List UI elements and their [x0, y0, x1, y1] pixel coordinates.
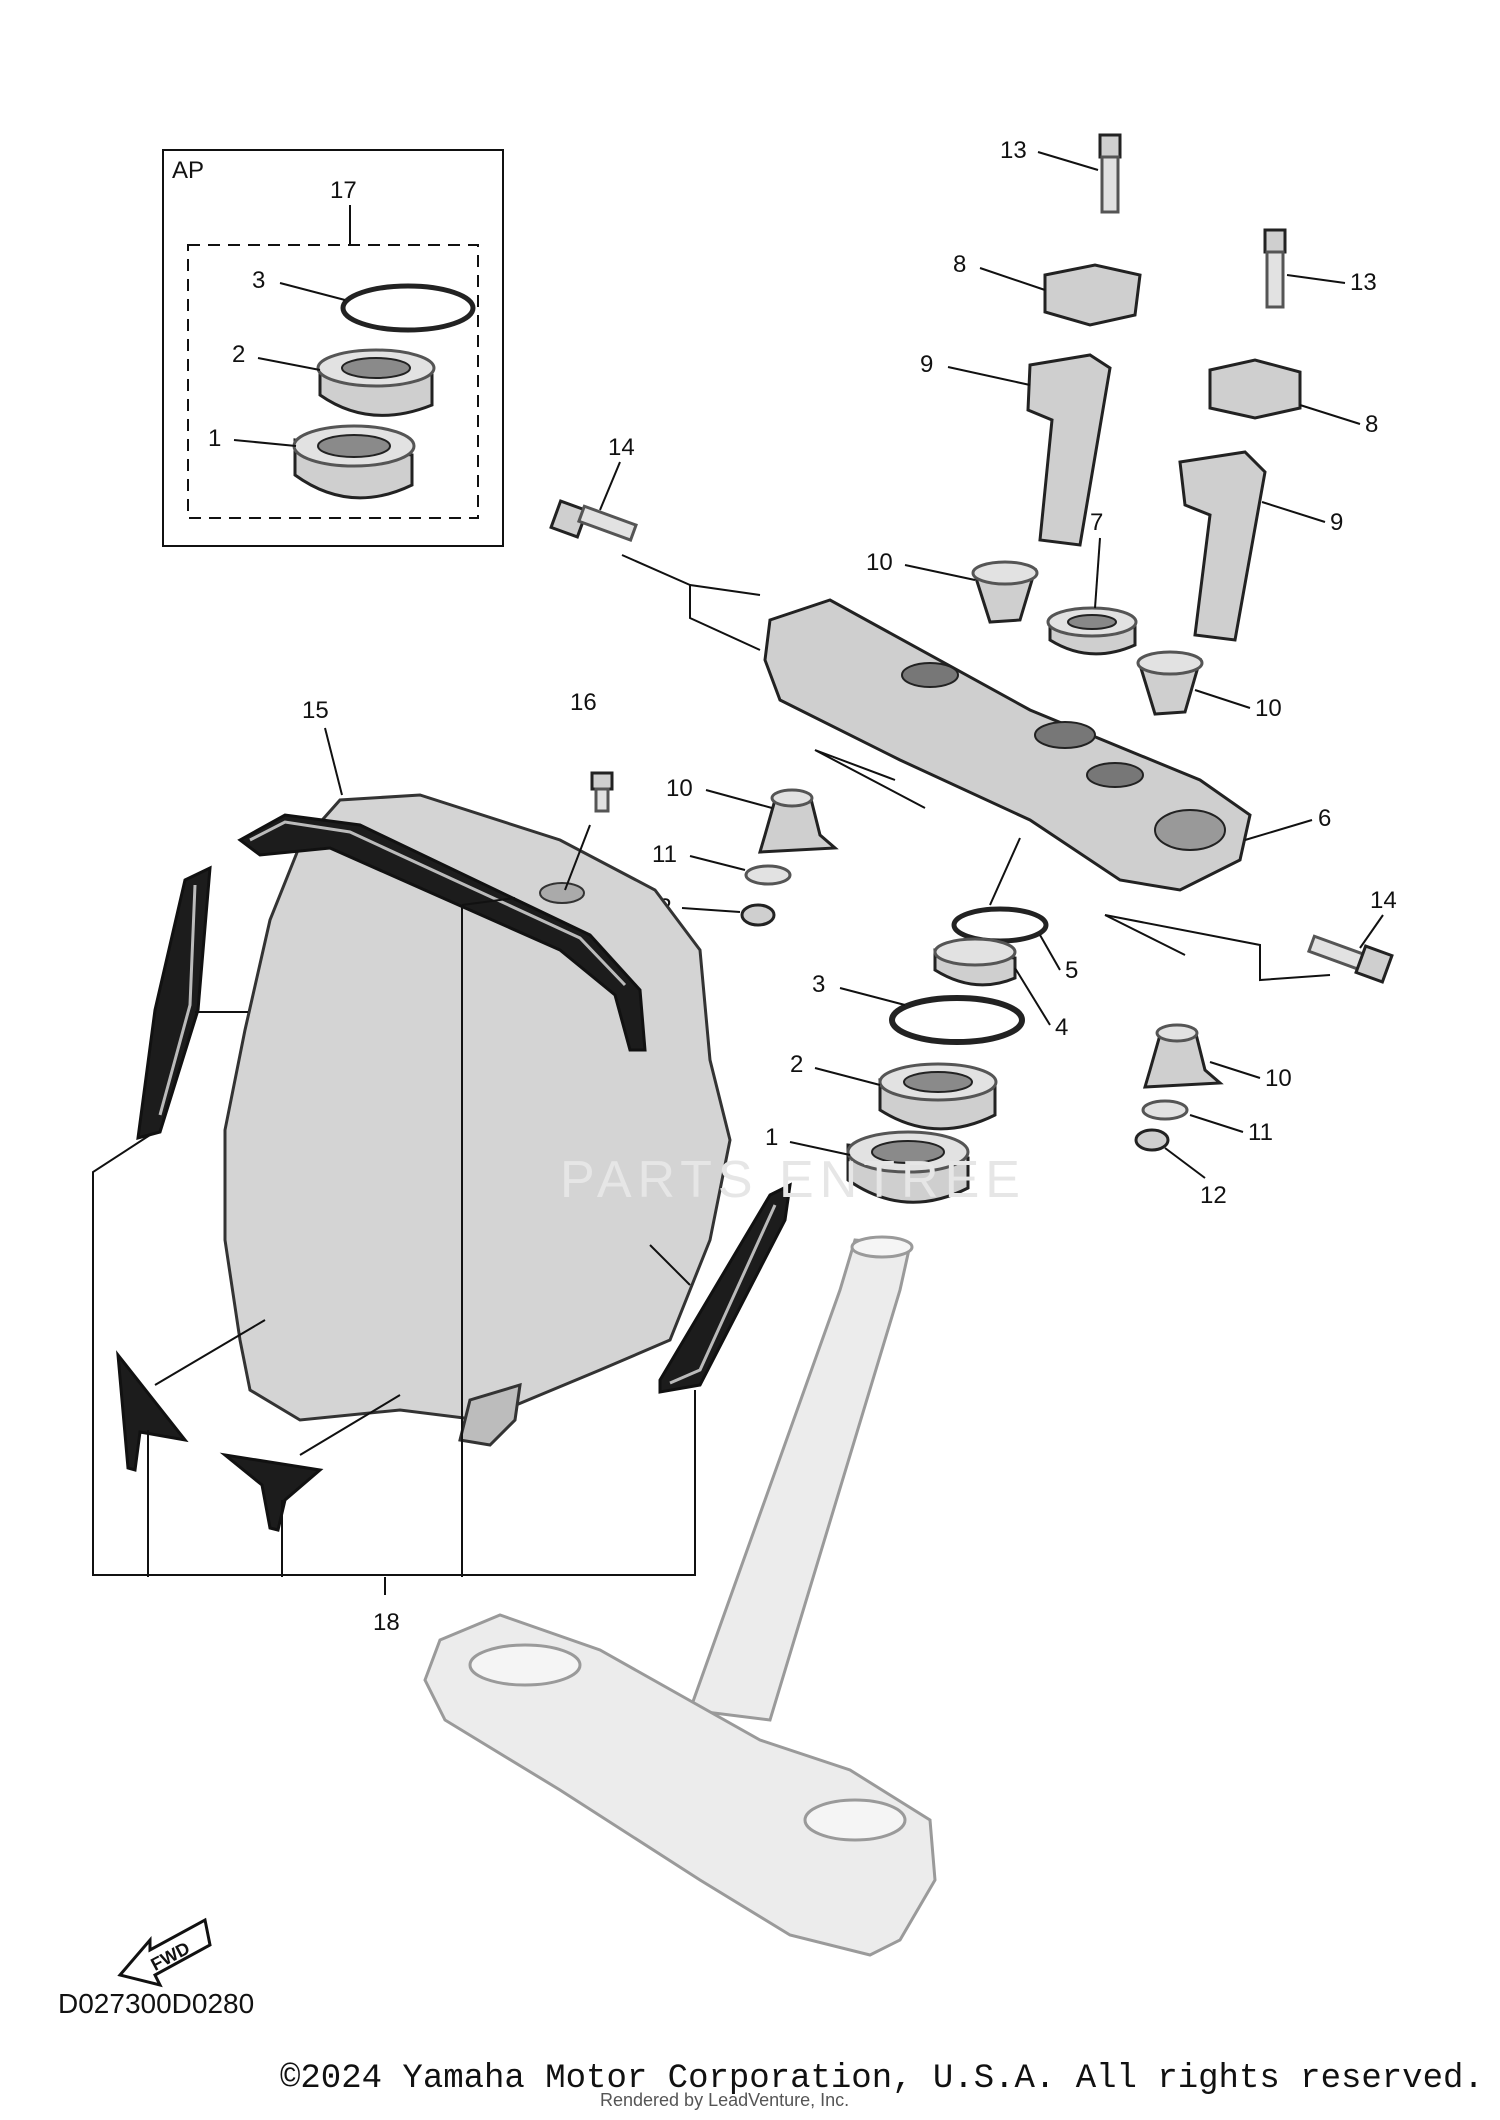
callout-14a: 14 — [608, 434, 635, 461]
callout-18: 18 — [373, 1609, 400, 1636]
handlebar-holder-9-left[interactable] — [1026, 353, 1112, 547]
decal-top-stripe[interactable] — [237, 813, 647, 1052]
inset-callout-1: 1 — [208, 425, 221, 452]
callout-11b: 11 — [1248, 1119, 1273, 1146]
inset-callout-2: 2 — [232, 341, 245, 368]
callout-9a: 9 — [920, 351, 933, 378]
callout-10a: 10 — [866, 549, 893, 576]
callout-13b: 13 — [1350, 269, 1377, 296]
rendered-by: Rendered by LeadVenture, Inc. — [600, 2090, 850, 2110]
callout-7: 7 — [1090, 509, 1103, 536]
nut-12-right[interactable] — [1134, 1128, 1170, 1152]
inset-bearing-upper[interactable] — [316, 348, 436, 417]
callout-10c: 10 — [666, 775, 693, 802]
callout-10b: 10 — [1255, 695, 1282, 722]
inset-seal-ring[interactable] — [340, 283, 476, 333]
clamp-cap-8-right[interactable] — [1208, 358, 1302, 420]
decal-left-arrow[interactable] — [116, 1350, 189, 1472]
callout-14b: 14 — [1370, 887, 1397, 914]
washer-11-left[interactable] — [744, 864, 792, 886]
collar-10-a[interactable] — [971, 560, 1039, 624]
bolt-16[interactable] — [590, 771, 614, 813]
collar-10-b[interactable] — [1136, 650, 1204, 716]
callout-4: 4 — [1055, 1014, 1068, 1041]
callout-8a: 8 — [953, 251, 966, 278]
ring-nut-4[interactable] — [933, 937, 1017, 987]
callout-2: 2 — [790, 1051, 803, 1078]
forward-arrow-icon: FWD — [117, 1917, 212, 1988]
copyright-notice: ©2024 Yamaha Motor Corporation, U.S.A. A… — [280, 2060, 1484, 2098]
callout-13a: 13 — [1000, 137, 1027, 164]
callout-1: 1 — [765, 1124, 778, 1151]
decal-center-arrow[interactable] — [219, 1452, 324, 1532]
seal-3[interactable] — [889, 995, 1025, 1045]
callout-5: 5 — [1065, 957, 1078, 984]
bolt-14-right[interactable] — [1306, 934, 1394, 984]
inset-callout-3: 3 — [252, 267, 265, 294]
inset-kit-box: AP 17 3 2 1 — [162, 149, 504, 547]
collar-10-c[interactable] — [757, 788, 839, 854]
bolt-13-left[interactable] — [1098, 133, 1122, 214]
lock-washer-5[interactable] — [951, 906, 1049, 944]
washer-11-right[interactable] — [1141, 1099, 1189, 1121]
watermark: PARTS ENTREE — [560, 1151, 1026, 1209]
bolt-13-right[interactable] — [1263, 228, 1287, 309]
decal-right-side[interactable] — [658, 1182, 792, 1394]
inset-label: AP — [172, 157, 204, 184]
callout-15: 15 — [302, 697, 329, 724]
bolt-14-left[interactable] — [549, 499, 638, 543]
collar-10-d[interactable] — [1142, 1023, 1224, 1089]
upper-bracket-6[interactable] — [763, 598, 1252, 892]
callout-9b: 9 — [1330, 509, 1343, 536]
callout-3: 3 — [812, 971, 825, 998]
collar-7[interactable] — [1046, 606, 1138, 656]
decal-left-side[interactable] — [136, 865, 212, 1141]
inset-kit-number: 17 — [330, 177, 357, 204]
bearing-1[interactable] — [846, 1130, 970, 1204]
callout-11a: 11 — [652, 841, 677, 868]
inset-bearing-lower[interactable] — [292, 424, 416, 500]
nut-12-left[interactable] — [740, 903, 776, 927]
callout-6: 6 — [1318, 805, 1331, 832]
clamp-cap-8-left[interactable] — [1043, 263, 1142, 327]
callout-12b: 12 — [1200, 1182, 1227, 1209]
steering-stem-lower-bracket — [423, 1235, 937, 1957]
diagram-code: D027300D0280 — [58, 1988, 255, 2019]
callout-10d: 10 — [1265, 1065, 1292, 1092]
handlebar-holder-9-right[interactable] — [1178, 450, 1267, 642]
bearing-2[interactable] — [878, 1062, 998, 1131]
callout-8b: 8 — [1365, 411, 1378, 438]
callout-16: 16 — [570, 689, 597, 716]
